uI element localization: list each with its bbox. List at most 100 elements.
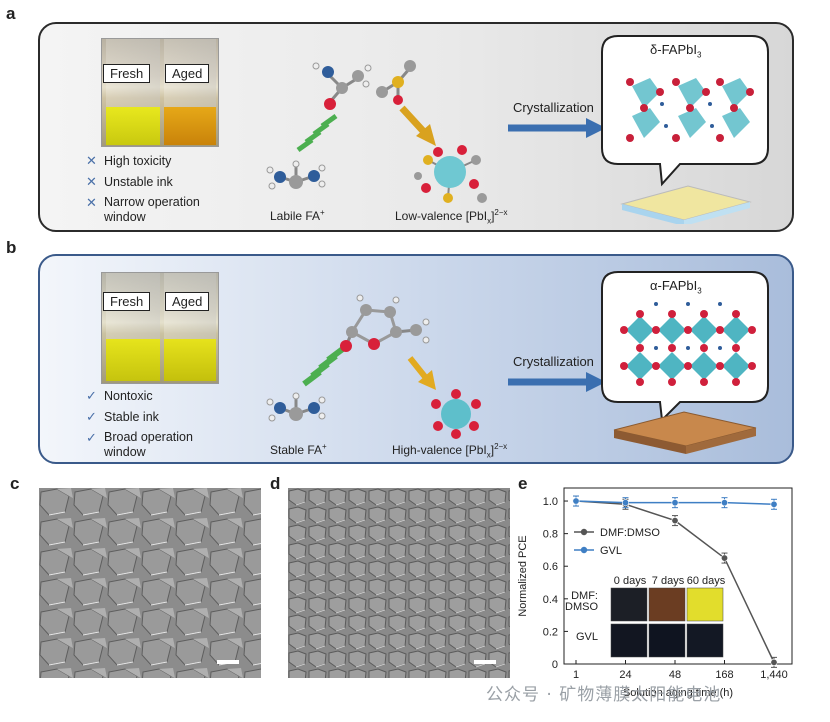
inset-film-photo [648,623,686,658]
x-tick-label: 1 [573,669,579,681]
vial-label-fresh-b: Fresh [103,292,151,311]
molecule-diagram-b [266,294,481,439]
alpha-fa-cations [654,302,722,350]
vial-photo-a [101,38,219,147]
y-tick-label: 0 [552,659,558,671]
plot-frame [563,487,793,665]
pbi-complex-b [431,389,481,439]
check-icon: ✓ [86,409,97,424]
dmso-molecule-a [376,60,416,105]
inset-row-label: GVL [576,631,598,643]
gvl-molecule [340,294,430,352]
data-point [572,497,580,505]
data-point [671,499,679,507]
panel-a-letter: a [6,4,16,23]
y-tick-label: 1.0 [543,496,558,508]
cross-icon: ✕ [86,195,97,210]
inset-column-label: 60 days [687,575,726,587]
bullet-item: ✕Narrow operation window [86,195,200,224]
y-axis-label: Normalized PCE [517,535,529,616]
panel-d-letter: d [270,474,281,493]
legend-marker [580,546,588,554]
y-tick-label: 0.8 [543,529,558,541]
delta-phase-title: δ-FAPbI3 [650,42,702,60]
inset-film-photo [610,587,648,622]
inset-column-label: 0 days [614,575,647,587]
x-tick-label: 1,440 [760,669,788,681]
bullet-item: ✕Unstable ink [86,174,173,189]
watermark: 公众号 · 矿物薄膜太阳能电池 [486,685,722,705]
molecule-caption-right-a: Low-valence [PbIx]2−x [395,208,508,226]
data-point [721,499,729,507]
bullet-list-a: ✕High toxicity ✕Unstable ink ✕Narrow ope… [86,153,216,225]
vial-label-aged-b: Aged [165,292,210,311]
molecule-diagram-a [266,60,487,203]
vial-photo-b [101,272,219,384]
blue-arrow-b [508,372,606,392]
inset-film-photo [686,623,724,658]
sem-grain-texture-d [288,488,510,678]
data-point [721,554,729,562]
inset-film-photo [648,587,686,622]
delta-phase-callout [601,35,769,224]
dmf-molecule-a [312,62,372,110]
blue-arrow-a [508,118,606,138]
gold-arrow-a [399,105,436,146]
x-tick-label: 48 [669,669,681,681]
legend-marker [580,528,588,536]
sem-image-c [39,488,261,678]
inset-row-label: DMSO [565,601,598,613]
crystallization-label-a: Crystallization [513,100,594,115]
fa-molecule-b [266,392,326,422]
panel-c-letter: c [10,474,20,493]
inset-film-photo [610,623,648,658]
cross-icon: ✕ [86,153,97,168]
scale-bar-c [217,660,239,664]
alpha-phase-title: α-FAPbI3 [650,278,702,296]
hydrogen-bond-b [302,345,346,387]
bullet-item: ✓Stable ink [86,409,159,424]
pbi-complex-a [414,145,487,203]
panel-b-letter: b [6,238,17,257]
bullet-list-b: ✓Nontoxic ✓Stable ink ✓Broad operation w… [86,388,216,460]
y-tick-label: 0.6 [543,561,558,573]
scale-bar-d [474,660,496,664]
data-point [770,658,778,666]
inset-row-label: DMF: [571,590,598,602]
cross-icon: ✕ [86,174,97,189]
molecule-caption-left-a: Labile FA+ [270,208,325,223]
molecule-caption-right-b: High-valence [PbIx]2−x [392,442,508,460]
sem-image-d [288,488,510,678]
alpha-phase-callout [601,271,769,454]
gold-arrow-b [407,356,436,390]
y-tick-label: 0.4 [543,594,558,606]
molecule-caption-left-b: Stable FA+ [270,442,327,457]
legend-label: GVL [600,545,622,557]
bullet-item: ✕High toxicity [86,153,172,168]
fa-molecule-a [266,160,326,190]
check-icon: ✓ [86,430,97,445]
crystallization-label-b: Crystallization [513,354,594,369]
x-tick-label: 24 [619,669,631,681]
bullet-item: ✓Nontoxic [86,388,153,403]
alpha-iodide-atoms [620,310,756,386]
inset-column-label: 7 days [652,575,685,587]
check-icon: ✓ [86,388,97,403]
legend-label: DMF:DMSO [600,527,660,539]
x-tick-label: 168 [715,669,733,681]
vial-label-fresh-a: Fresh [103,64,151,83]
hydrogen-bond-a [296,113,338,153]
x-axis-label: Solution aging time (h) [623,687,733,699]
data-point [671,517,679,525]
y-tick-label: 0.2 [543,626,558,638]
inset-film-photo [686,587,724,622]
data-point [622,499,630,507]
data-point [770,500,778,508]
delta-crystal-lattice [626,78,754,142]
vial-label-aged-a: Aged [165,64,210,83]
panel-e-letter: e [518,474,528,493]
bullet-item: ✓Broad operation window [86,430,193,459]
sem-grain-texture-c [39,488,261,678]
alpha-crystal-lattice [626,316,750,380]
